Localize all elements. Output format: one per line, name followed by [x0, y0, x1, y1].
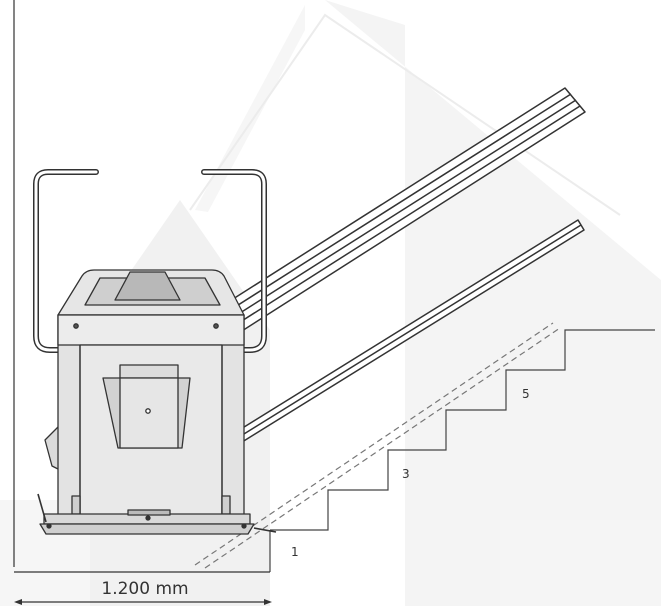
left-flap — [37, 493, 47, 523]
staircase — [194, 322, 655, 572]
cover-handle — [114, 271, 181, 301]
dimension-label: 1.200 mm — [101, 579, 188, 599]
step-label-1: 1 — [291, 545, 299, 559]
platform-lift — [37, 269, 277, 535]
right-flap — [253, 527, 277, 533]
platform-base — [39, 523, 255, 535]
step-label-3: 3 — [402, 467, 410, 481]
seat-top — [119, 364, 179, 379]
step-label-5: 5 — [522, 387, 530, 401]
dimension-line — [14, 571, 272, 605]
handrails-inner — [34, 170, 266, 352]
seat-knob — [145, 408, 151, 414]
body-band — [57, 314, 245, 346]
